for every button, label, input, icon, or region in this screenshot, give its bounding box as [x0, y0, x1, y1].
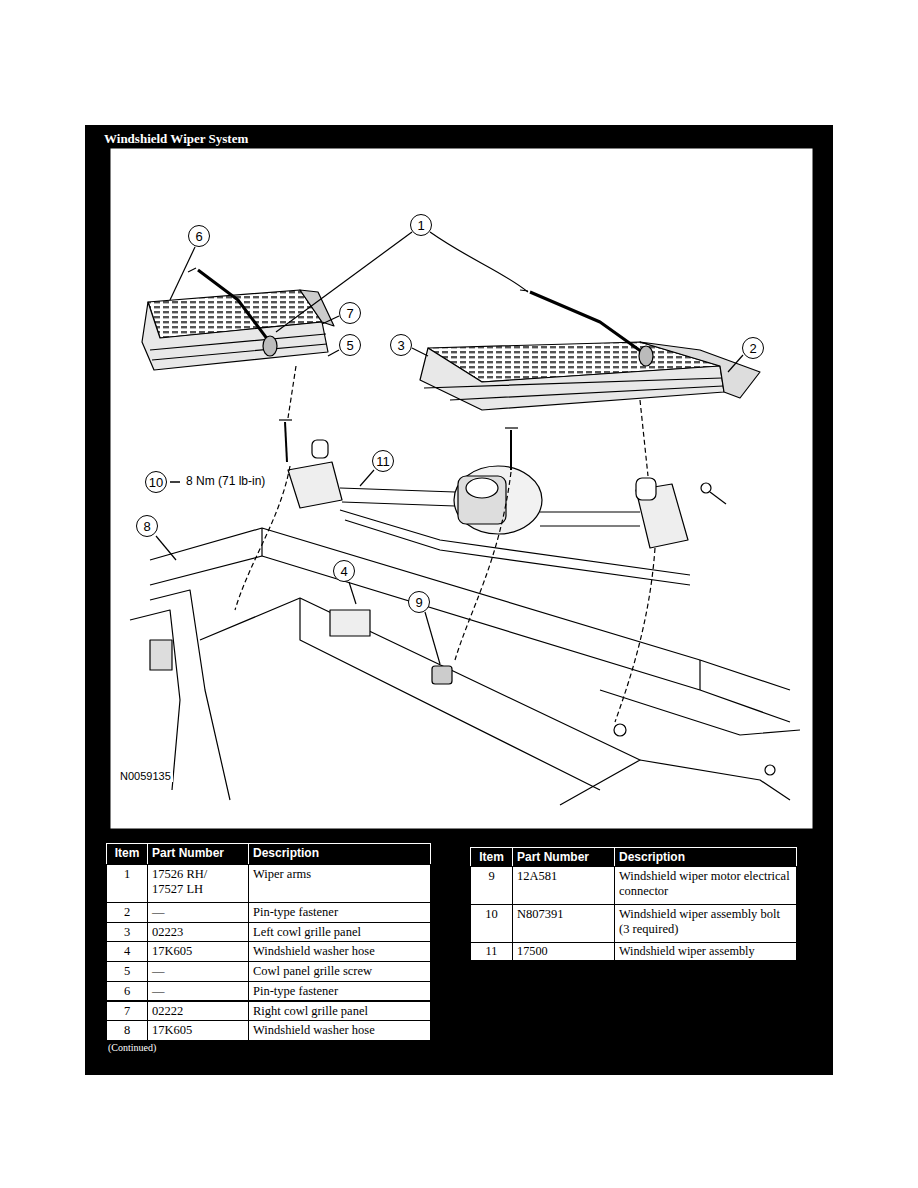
torque-spec: 8 Nm (71 lb-in) — [184, 474, 267, 488]
table-cell: Windshield wiper assembly — [614, 942, 797, 961]
continued-note: (Continued) — [108, 1042, 156, 1053]
callout-text: 1 — [417, 219, 424, 232]
table-cell: 17K605 — [147, 1020, 249, 1041]
callout-number: 5 — [339, 334, 361, 356]
table-cell: 5 — [106, 961, 148, 982]
table-cell: 2 — [106, 902, 148, 923]
callout-text: 3 — [397, 339, 404, 352]
table-cell: Pin-type fastener — [248, 981, 431, 1002]
table-cell: Left cowl grille panel — [248, 922, 431, 943]
table-cell: 11 — [470, 942, 513, 961]
table-cell: 7 — [106, 1001, 148, 1022]
table-cell: Windshield washer hose — [248, 941, 431, 962]
table-header: Item — [106, 843, 148, 865]
table-cell: — — [147, 902, 249, 923]
table-cell: — — [147, 961, 249, 982]
figure-title: Windshield Wiper System — [104, 131, 248, 147]
callout-number: 10 — [145, 471, 167, 493]
table-cell: 9 — [470, 866, 513, 905]
table-cell: 17500 — [512, 942, 615, 961]
callout-number: 1 — [410, 214, 432, 236]
callout-text: 6 — [195, 230, 202, 243]
callout-text: 8 — [143, 520, 150, 533]
callout-text: 4 — [340, 565, 347, 578]
table-header: Part Number — [512, 847, 615, 867]
table-header: Part Number — [147, 843, 249, 865]
figure-number: N0059135 — [118, 770, 173, 782]
table-cell: 4 — [106, 941, 148, 962]
table-cell: Windshield wiper motor electrical connec… — [614, 866, 797, 905]
table-cell: 1 — [106, 864, 148, 903]
callout-number: 11 — [372, 450, 394, 472]
table-cell: 8 — [106, 1020, 148, 1041]
table-header: Item — [470, 847, 513, 867]
table-cell: 02222 — [147, 1001, 249, 1022]
table-cell: 3 — [106, 922, 148, 943]
callout-text: 9 — [415, 596, 422, 609]
table-cell: Right cowl grille panel — [248, 1001, 431, 1022]
callout-text: 7 — [346, 307, 353, 320]
table-cell: 17526 RH/ 17527 LH — [147, 864, 249, 903]
table-cell: Cowl panel grille screw — [248, 961, 431, 982]
table-cell: Wiper arms — [248, 864, 431, 903]
callout-number: 6 — [188, 225, 210, 247]
callout-number: 8 — [136, 515, 158, 537]
callout-text: 5 — [346, 339, 353, 352]
table-cell: 10 — [470, 904, 513, 943]
table-cell: N807391 — [512, 904, 615, 943]
table-cell: Windshield wiper assembly bolt (3 requir… — [614, 904, 797, 943]
callout-text: 11 — [376, 455, 390, 468]
callout-number: 4 — [333, 560, 355, 582]
table-cell: Pin-type fastener — [248, 902, 431, 923]
table-cell: — — [147, 981, 249, 1002]
callout-number: 9 — [408, 591, 430, 613]
callout-number: 3 — [390, 334, 412, 356]
callout-text: 2 — [749, 342, 756, 355]
callout-number: 7 — [339, 302, 361, 324]
table-cell: 12A581 — [512, 866, 615, 905]
table-cell: 17K605 — [147, 941, 249, 962]
callout-number: 2 — [742, 337, 764, 359]
table-header: Description — [248, 843, 431, 865]
callout-text: 10 — [149, 476, 163, 489]
table-header: Description — [614, 847, 797, 867]
table-cell: 6 — [106, 981, 148, 1002]
table-cell: Windshield washer hose — [248, 1020, 431, 1041]
table-cell: 02223 — [147, 922, 249, 943]
